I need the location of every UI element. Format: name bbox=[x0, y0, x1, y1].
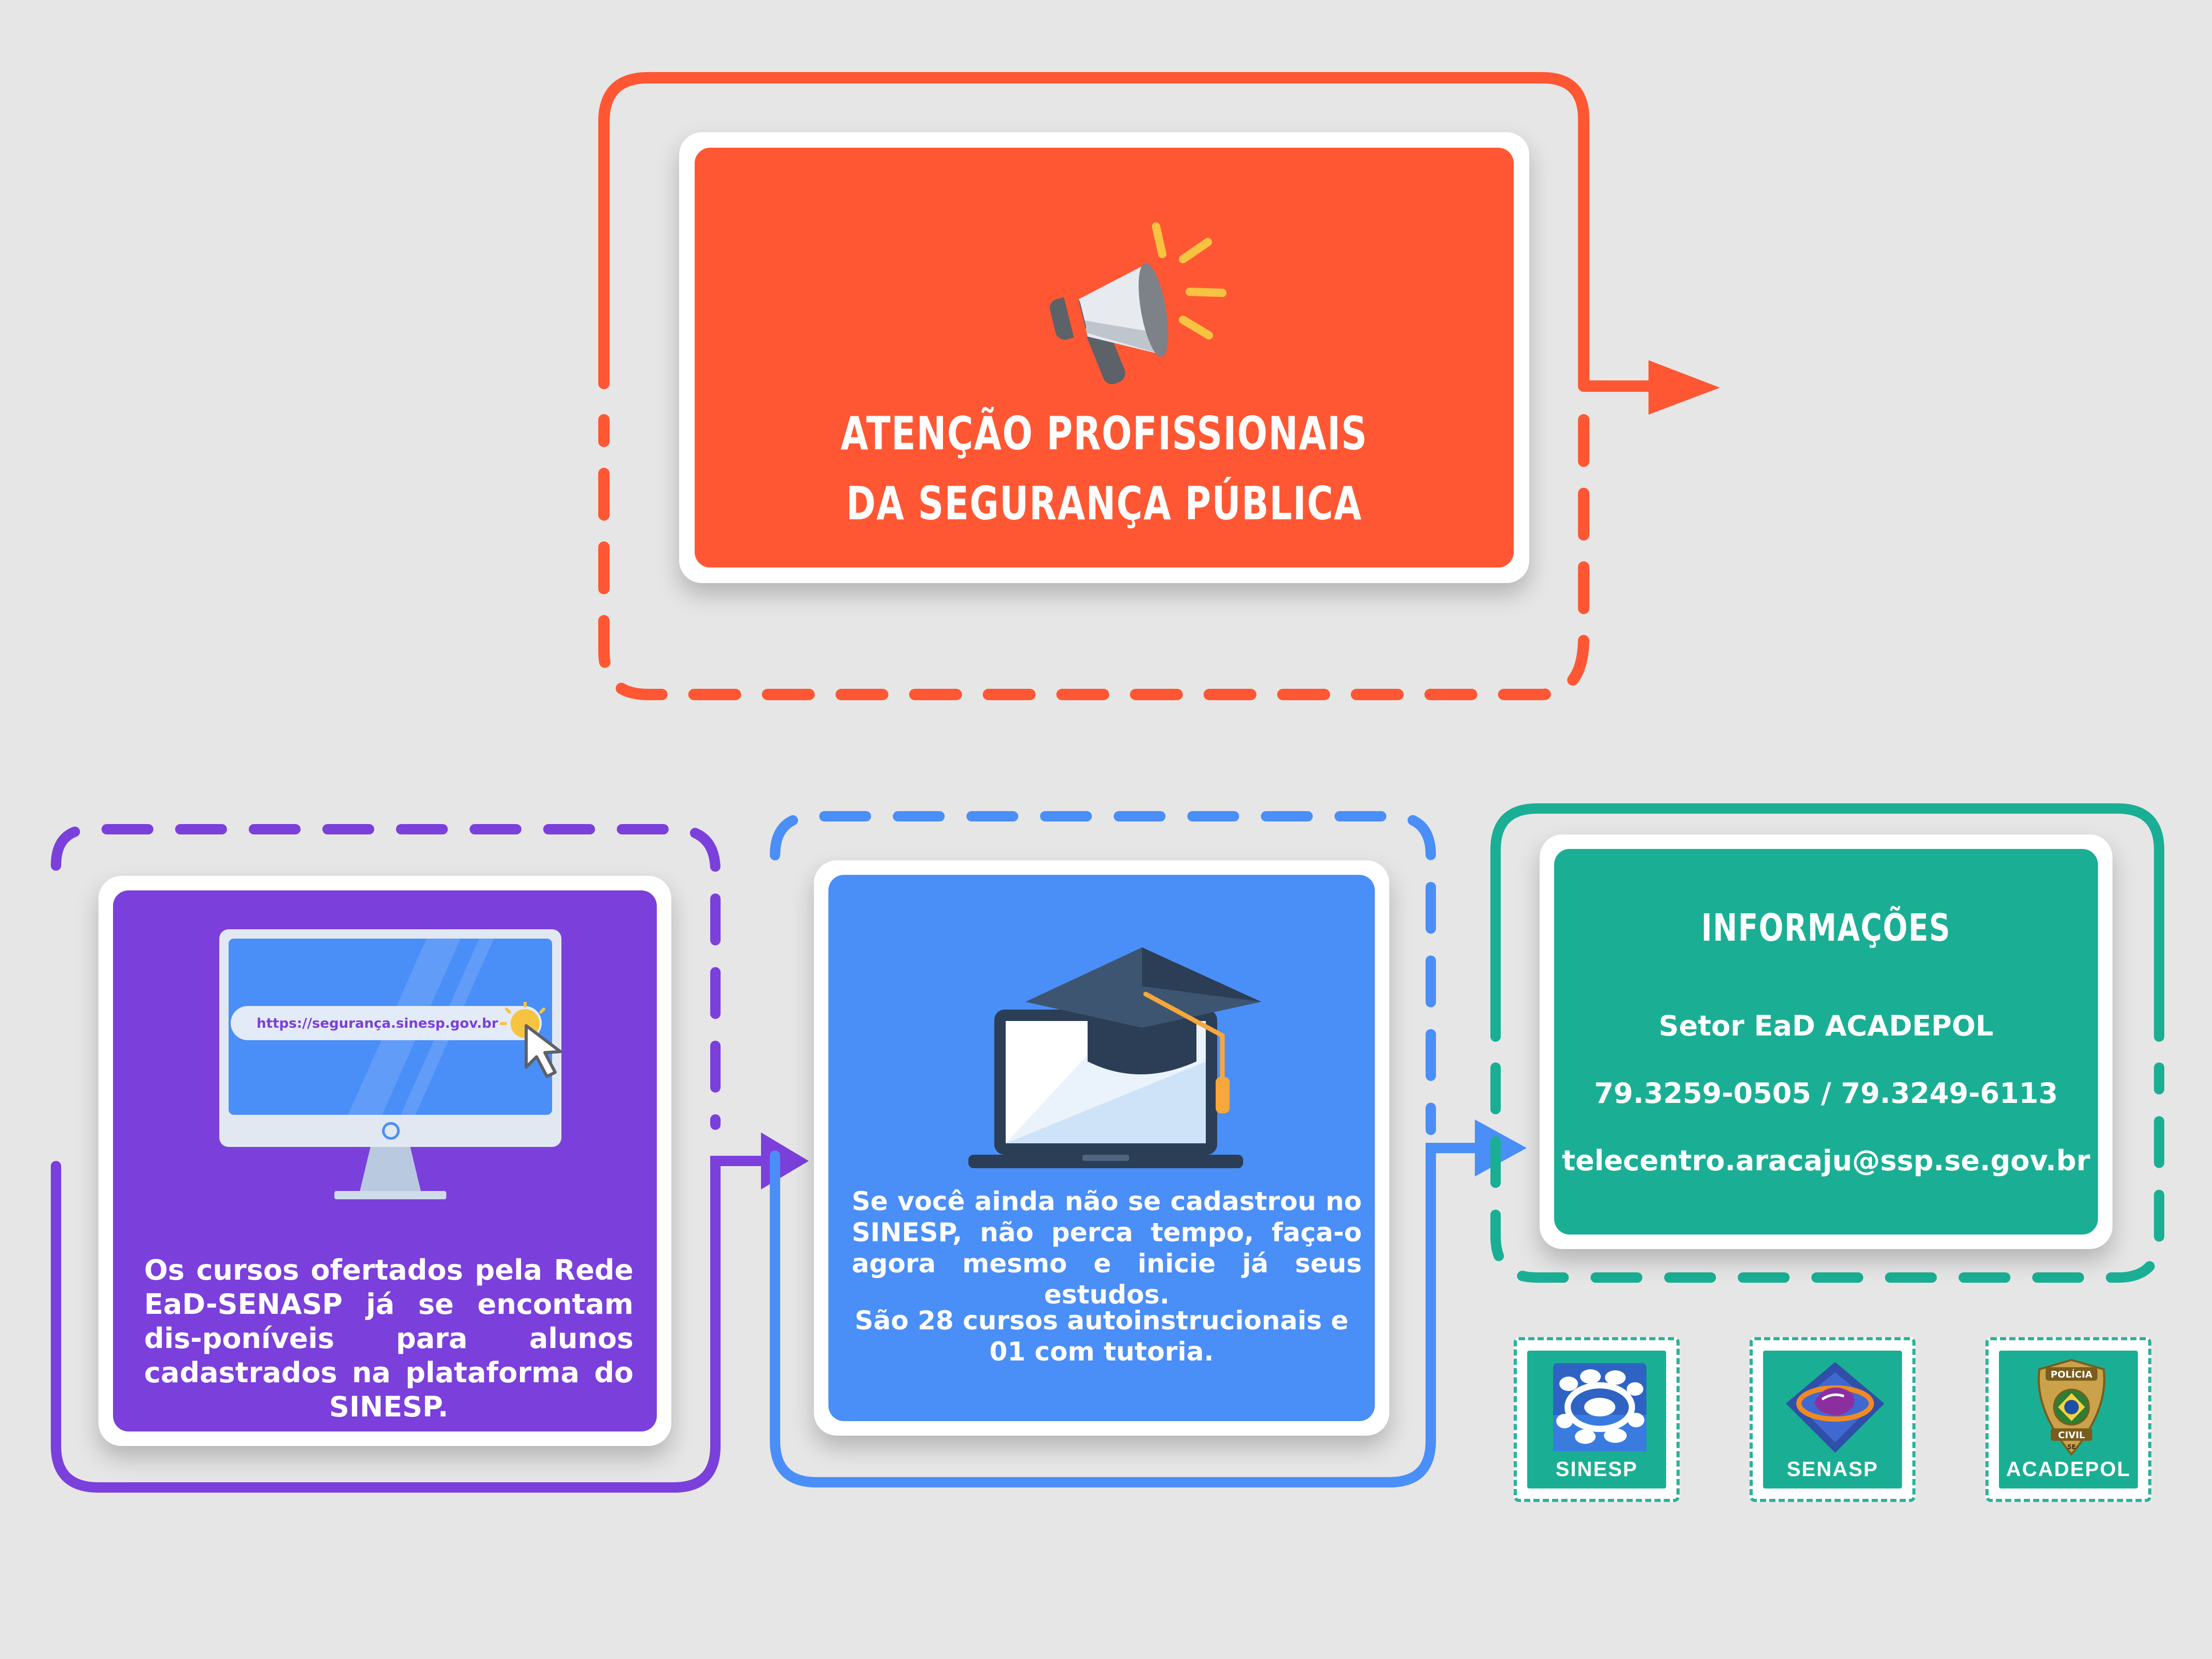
monitor-power-button bbox=[382, 1122, 400, 1140]
purple-arrow-icon bbox=[761, 1132, 809, 1189]
info-card-fill: INFORMAÇÕES Setor EaD ACADEPOL 79.3259-0… bbox=[1554, 849, 2098, 1235]
logo-acadepol-label: ACADEPOL bbox=[2006, 1458, 2131, 1481]
register-card-fill: Se você ainda não se cadastrou no SINESP… bbox=[828, 875, 1375, 1421]
badge-bottom-text: CIVIL bbox=[2058, 1430, 2085, 1441]
purple-frame bbox=[51, 824, 783, 1493]
logo-senasp-label: SENASP bbox=[1786, 1458, 1879, 1481]
url-bar[interactable]: https://segurança.sinesp.gov.br bbox=[231, 1006, 542, 1040]
info-email[interactable]: telecentro.aracaju@ssp.se.gov.br bbox=[1562, 1144, 2090, 1177]
logo-senasp-fill: SENASP bbox=[1763, 1351, 1902, 1488]
attention-card-fill: ATENÇÃO PROFISSIONAIS DA SEGURANÇA PÚBLI… bbox=[695, 148, 1514, 568]
logo-acadepol[interactable]: POLÍCIA CIVIL SE ACADEPOL bbox=[1985, 1337, 2151, 1502]
info-card: INFORMAÇÕES Setor EaD ACADEPOL 79.3259-0… bbox=[1540, 834, 2112, 1249]
monitor-icon: https://segurança.sinesp.gov.br bbox=[219, 929, 562, 1220]
courses-card: https://segurança.sinesp.gov.br Os curso… bbox=[98, 876, 671, 1446]
badge-state-text: SE bbox=[2067, 1443, 2076, 1451]
logo-senasp[interactable]: SENASP bbox=[1750, 1337, 1915, 1502]
register-card: Se você ainda não se cadastrou no SINESP… bbox=[814, 860, 1389, 1436]
url-text: https://segurança.sinesp.gov.br bbox=[257, 1016, 498, 1031]
register-text: Se você ainda não se cadastrou no SINESP… bbox=[852, 1186, 1362, 1310]
register-text-courses: São 28 cursos autoinstrucionais e 01 com… bbox=[854, 1306, 1349, 1367]
sinesp-logo-icon bbox=[1553, 1363, 1646, 1451]
megaphone-icon bbox=[1050, 222, 1227, 385]
info-title: INFORMAÇÕES bbox=[1701, 906, 1951, 949]
orange-arrow-icon bbox=[1649, 360, 1720, 415]
courses-card-fill: https://segurança.sinesp.gov.br Os curso… bbox=[113, 890, 657, 1431]
orange-frame bbox=[598, 72, 1665, 700]
courses-text: Os cursos ofertados pela Rede EaD-SENASP… bbox=[144, 1254, 633, 1423]
info-phones: 79.3259-0505 / 79.3249-6113 bbox=[1594, 1077, 2058, 1110]
teal-frame bbox=[1490, 803, 2164, 1283]
attention-card: ATENÇÃO PROFISSIONAIS DA SEGURANÇA PÚBLI… bbox=[679, 132, 1529, 583]
logo-sinesp-label: SINESP bbox=[1555, 1458, 1638, 1481]
graduation-laptop-icon bbox=[968, 947, 1261, 1168]
attention-title-line1: ATENÇÃO PROFISSIONAIS bbox=[840, 407, 1368, 460]
pointer-cursor-icon bbox=[500, 1002, 562, 1078]
attention-title-line2: DA SEGURANÇA PÚBLICA bbox=[846, 477, 1362, 530]
logo-sinesp-fill: SINESP bbox=[1527, 1351, 1666, 1488]
info-sector: Setor EaD ACADEPOL bbox=[1658, 1010, 1994, 1042]
logo-acadepol-fill: POLÍCIA CIVIL SE ACADEPOL bbox=[1999, 1351, 2138, 1488]
senasp-logo-icon bbox=[1786, 1362, 1884, 1453]
policia-civil-badge-icon: POLÍCIA CIVIL SE bbox=[2037, 1358, 2106, 1456]
logo-sinesp[interactable]: SINESP bbox=[1514, 1337, 1680, 1502]
badge-top-text: POLÍCIA bbox=[2051, 1369, 2093, 1380]
blue-frame bbox=[770, 811, 1488, 1487]
